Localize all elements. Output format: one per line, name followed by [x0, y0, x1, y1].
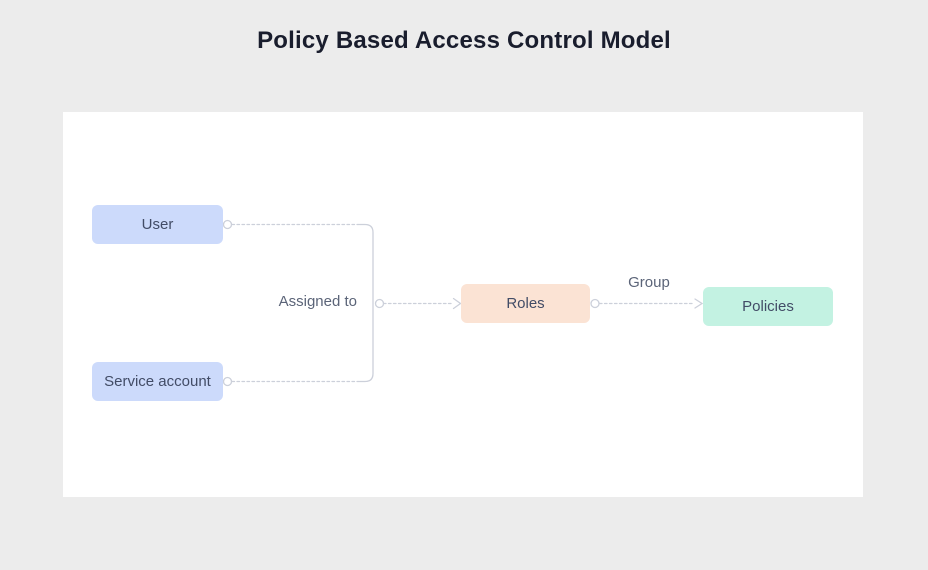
node-roles-label: Roles	[506, 295, 545, 312]
edge-label-group: Group	[628, 274, 670, 291]
handle-service-account-source[interactable]	[222, 376, 233, 387]
edge-junction-bracket	[359, 223, 374, 383]
edge-label-assigned-to: Assigned to	[278, 293, 357, 310]
handle-user-source[interactable]	[222, 219, 233, 230]
handle-junction-source[interactable]	[374, 298, 385, 309]
node-user-label: User	[141, 216, 174, 233]
diagram-canvas: User Service account Roles Policies Assi…	[63, 112, 863, 497]
node-service-account-label: Service account	[104, 373, 211, 390]
node-service-account[interactable]: Service account	[92, 362, 223, 401]
node-user[interactable]: User	[92, 205, 223, 244]
node-roles[interactable]: Roles	[461, 284, 590, 323]
page-title: Policy Based Access Control Model	[257, 27, 671, 54]
arrowhead-policies-icon	[694, 298, 704, 309]
edges-layer	[222, 219, 704, 387]
handle-roles-source[interactable]	[590, 298, 600, 309]
arrowhead-roles-icon	[452, 297, 462, 310]
node-policies-label: Policies	[742, 298, 794, 315]
node-policies[interactable]: Policies	[703, 287, 833, 326]
